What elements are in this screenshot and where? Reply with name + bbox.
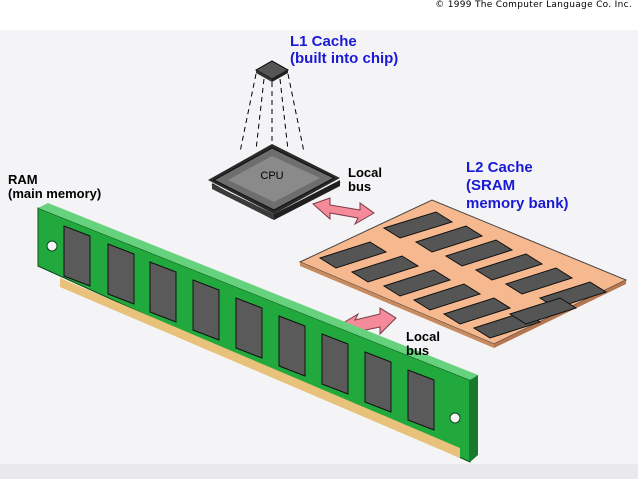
bottom-bar bbox=[0, 464, 638, 479]
local-bus-label-bottom-line2: bus bbox=[406, 343, 430, 358]
local-bus-label-top-line2: bus bbox=[348, 179, 372, 194]
local-bus-label-top-line1: Local bbox=[348, 165, 382, 180]
cpu-label: CPU bbox=[260, 170, 283, 182]
l2-sram-chips bbox=[318, 211, 608, 339]
l2-cache-subtitle-line2: memory bank) bbox=[466, 195, 569, 212]
l1-cache-chip-side bbox=[256, 70, 272, 82]
l2-cache-subtitle-line1: (SRAM bbox=[466, 177, 516, 194]
cpu-chip bbox=[208, 144, 341, 220]
ram-subtitle: (main memory) bbox=[8, 186, 102, 201]
l1-cache-chip-side-right bbox=[272, 70, 288, 82]
l2-cache-title: L2 Cache bbox=[466, 159, 533, 176]
l1-cache-chip bbox=[254, 60, 290, 80]
local-bus-label-bottom-line1: Local bbox=[406, 329, 440, 344]
ram-memory-chips bbox=[63, 225, 435, 431]
l1-projection-lines bbox=[239, 73, 305, 153]
ram-title: RAM bbox=[8, 172, 38, 187]
l1-cache-subtitle: (built into chip) bbox=[290, 50, 399, 67]
l1-cache-title: L1 Cache bbox=[290, 33, 357, 50]
copyright-notice: © 1999 The Computer Language Co. Inc. bbox=[435, 0, 632, 10]
local-bus-arrow-top bbox=[312, 197, 375, 226]
top-bar bbox=[0, 0, 638, 30]
